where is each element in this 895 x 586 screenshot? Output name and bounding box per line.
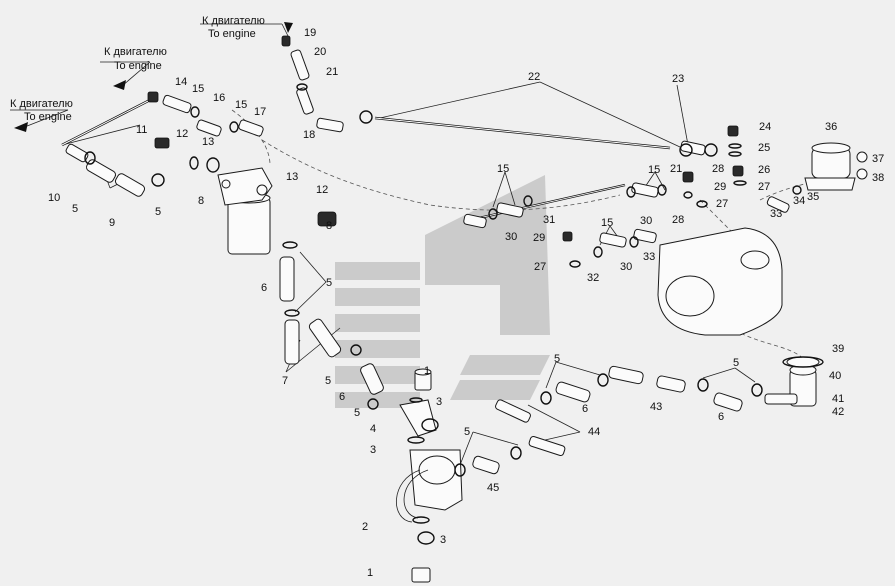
label-1-a: 1 xyxy=(424,365,430,377)
label-33-b: 33 xyxy=(770,208,782,220)
caption-top: К двигателю To engine xyxy=(202,15,265,40)
label-32: 32 xyxy=(587,272,599,284)
outlet-valve xyxy=(764,356,820,407)
label-3-b: 3 xyxy=(370,444,376,456)
label-5-a: 5 xyxy=(72,203,78,215)
fuel-filter xyxy=(217,167,273,255)
label-44: 44 xyxy=(588,426,600,438)
label-24: 24 xyxy=(759,121,771,133)
label-7: 7 xyxy=(282,375,288,387)
label-27-a: 27 xyxy=(534,261,546,273)
label-28-a: 28 xyxy=(672,214,684,226)
label-6-b: 6 xyxy=(339,391,345,403)
caption-mid: К двигателю To engine xyxy=(104,46,167,72)
label-13-b: 13 xyxy=(286,171,298,183)
label-34: 34 xyxy=(793,195,805,207)
label-38: 38 xyxy=(872,172,884,184)
label-26: 26 xyxy=(758,164,770,176)
caption-mid-ru: К двигателю xyxy=(104,46,167,58)
label-1-b: 1 xyxy=(367,567,373,579)
label-13-a: 13 xyxy=(202,136,214,148)
label-22: 22 xyxy=(528,71,540,83)
label-3-a: 3 xyxy=(436,396,442,408)
label-21: 21 xyxy=(326,66,338,78)
label-21-b: 21 xyxy=(670,163,682,175)
label-29-a: 29 xyxy=(533,232,545,244)
dark-fittings xyxy=(147,35,744,242)
label-8-b: 8 xyxy=(326,220,332,232)
label-6-c: 6 xyxy=(582,403,588,415)
label-5-f: 5 xyxy=(554,353,560,365)
label-25: 25 xyxy=(758,142,770,154)
label-12-a: 12 xyxy=(176,128,188,140)
label-19: 19 xyxy=(304,27,316,39)
label-15-e: 15 xyxy=(601,217,613,229)
label-40: 40 xyxy=(829,370,841,382)
label-30-a: 30 xyxy=(505,231,517,243)
label-23: 23 xyxy=(672,73,684,85)
label-41: 41 xyxy=(832,393,844,405)
label-30-b: 30 xyxy=(640,215,652,227)
label-11: 11 xyxy=(136,124,147,136)
label-29-b: 29 xyxy=(714,181,726,193)
label-5-h: 5 xyxy=(464,426,470,438)
label-5-c: 5 xyxy=(326,277,332,289)
label-2: 2 xyxy=(362,521,368,533)
label-39: 39 xyxy=(832,343,844,355)
engine-arrows xyxy=(14,22,293,132)
part-labels: 19 20 21 22 23 14 15 16 15 17 18 11 12 1… xyxy=(48,27,884,579)
label-3-c: 3 xyxy=(440,534,446,546)
label-43: 43 xyxy=(650,401,662,413)
label-9: 9 xyxy=(109,217,115,229)
caption-left-ru: К двигателю xyxy=(10,98,73,110)
label-6-a: 6 xyxy=(261,282,267,294)
label-20: 20 xyxy=(314,46,326,58)
caption-mid-en: To engine xyxy=(114,60,162,72)
label-12-b: 12 xyxy=(316,184,328,196)
caption-top-en: To engine xyxy=(208,28,256,40)
label-6-d: 6 xyxy=(718,411,724,423)
label-5-g: 5 xyxy=(733,357,739,369)
label-36: 36 xyxy=(825,121,837,133)
label-17: 17 xyxy=(254,106,266,118)
label-10: 10 xyxy=(48,192,60,204)
label-42: 42 xyxy=(832,406,844,418)
separator xyxy=(804,142,868,191)
caption-left: К двигателю To engine xyxy=(10,98,73,123)
label-45: 45 xyxy=(487,482,499,494)
label-37: 37 xyxy=(872,153,884,165)
label-14: 14 xyxy=(175,76,187,88)
label-15-b: 15 xyxy=(235,99,247,111)
label-27-c: 27 xyxy=(758,181,770,193)
label-18: 18 xyxy=(303,129,315,141)
hoses-and-fittings xyxy=(65,49,790,475)
label-15-c: 15 xyxy=(497,163,509,175)
label-5-d: 5 xyxy=(325,375,331,387)
caption-left-en: To engine xyxy=(24,111,72,123)
label-5-e: 5 xyxy=(354,407,360,419)
caption-top-ru: К двигателю xyxy=(202,15,265,27)
label-4: 4 xyxy=(370,423,376,435)
label-27-b: 27 xyxy=(716,198,728,210)
fuel-pump xyxy=(396,368,463,583)
label-30-c: 30 xyxy=(620,261,632,273)
label-16: 16 xyxy=(213,92,225,104)
rings-and-clamps xyxy=(84,83,824,545)
label-5-b: 5 xyxy=(155,206,161,218)
fuel-tank xyxy=(657,227,783,336)
long-pipes xyxy=(61,98,671,222)
label-15-d: 15 xyxy=(648,164,660,176)
label-33-a: 33 xyxy=(643,251,655,263)
label-35: 35 xyxy=(807,191,819,203)
label-15-a: 15 xyxy=(192,83,204,95)
label-8-a: 8 xyxy=(198,195,204,207)
label-28-b: 28 xyxy=(712,163,724,175)
label-31: 31 xyxy=(543,214,555,226)
